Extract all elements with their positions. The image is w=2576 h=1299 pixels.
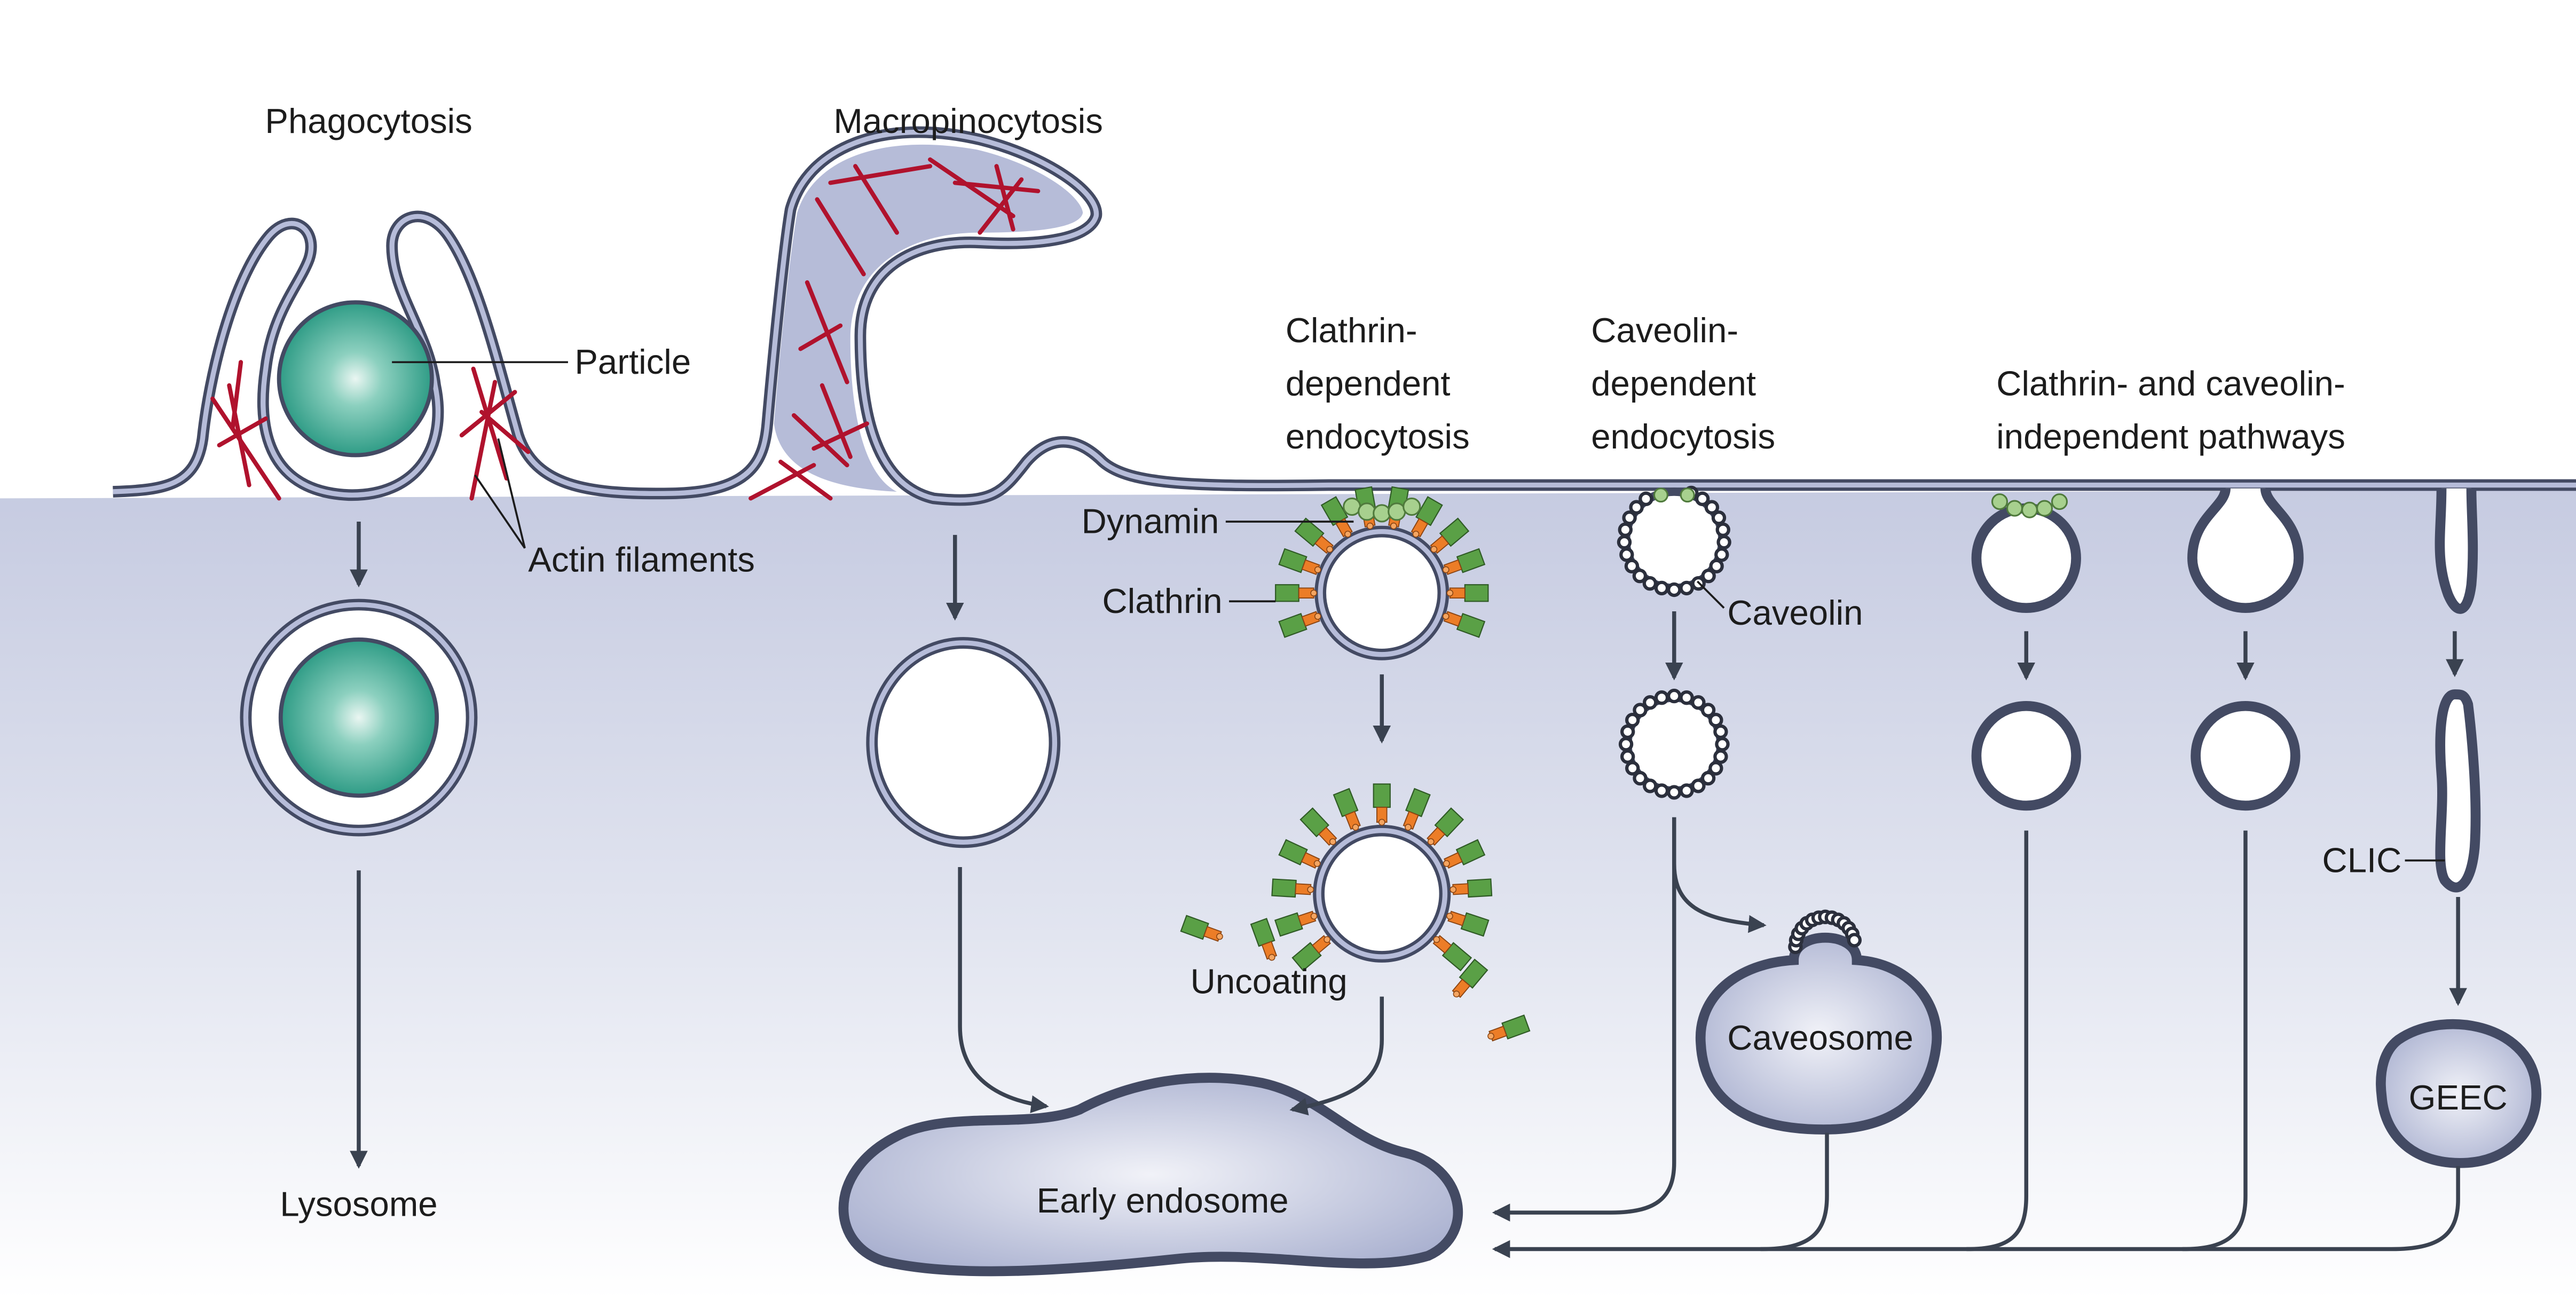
- caveolin-bead: [1642, 778, 1658, 793]
- label-phagocytosis: Phagocytosis: [265, 101, 472, 140]
- caveolin-bead: [1619, 547, 1634, 562]
- caveolin-bead: [1713, 749, 1728, 764]
- uncoating-vesicle: [1271, 783, 1493, 971]
- label-uncoating: Uncoating: [1191, 962, 1348, 1001]
- caveolin-bead: [1667, 582, 1682, 597]
- caveolin-bead: [1618, 737, 1634, 752]
- particle: [277, 300, 434, 458]
- caveolin-bead: [1709, 558, 1724, 574]
- caveolin-bead: [1700, 703, 1716, 718]
- caveolin-bead: [1667, 785, 1682, 800]
- caveolin-bead: [1620, 724, 1635, 739]
- caveolin-bead: [1620, 749, 1635, 764]
- label-geec: GEEC: [2409, 1078, 2508, 1117]
- caveolin-bead: [1701, 568, 1716, 584]
- label-particle: Particle: [574, 342, 691, 381]
- caveolin-bead: [1715, 522, 1730, 537]
- label-clathrin-dependent-2: dependent: [1286, 364, 1451, 403]
- actin-filaments: [210, 157, 1041, 501]
- label-caveolin-dependent-1: Caveolin-: [1591, 311, 1738, 350]
- caveolin-bead: [1708, 713, 1723, 728]
- caveolin-bead: [1714, 547, 1729, 562]
- clathrin-coated-pit: [1275, 486, 1489, 660]
- caveolin-bead: [1654, 580, 1669, 596]
- label-dynamin: Dynamin: [1082, 502, 1219, 541]
- macropinocytic-ruffle: [774, 144, 1083, 492]
- caveolin-bead: [1625, 713, 1640, 728]
- label-early-endosome: Early endosome: [1037, 1181, 1289, 1220]
- caveolin-bead: [1624, 558, 1640, 574]
- label-actin-filaments: Actin filaments: [528, 540, 755, 579]
- label-caveosome: Caveosome: [1727, 1018, 1913, 1057]
- label-caveolin-dependent-3: endocytosis: [1591, 417, 1775, 456]
- caveolin-bead: [1713, 724, 1728, 739]
- caveolin-bead: [1679, 783, 1694, 798]
- caveolin-bead: [1633, 703, 1648, 718]
- label-clathrin: Clathrin: [1102, 581, 1223, 620]
- caveolin-bead: [1629, 500, 1644, 515]
- text-labels: Phagocytosis Macropinocytosis Clathrin- …: [265, 101, 2507, 1223]
- dynamin-ring-caveolae: [1653, 487, 1695, 503]
- caveolin-bead: [1847, 933, 1862, 948]
- caveolin-bead: [1654, 783, 1669, 798]
- caveolin-bead: [1679, 690, 1694, 705]
- caveolin-bead: [1618, 522, 1633, 537]
- caveolin-bead: [1715, 737, 1730, 752]
- caveolin-bead: [1642, 695, 1658, 710]
- label-clathrin-dependent-1: Clathrin-: [1286, 311, 1417, 350]
- caveolin-bead: [1708, 761, 1723, 776]
- caveola: [1617, 485, 1731, 597]
- caveolin-bead: [1633, 770, 1648, 786]
- pathway-arrows: [350, 521, 2467, 1258]
- label-caveolin: Caveolin: [1727, 593, 1863, 632]
- label-caveolin-dependent-2: dependent: [1591, 364, 1756, 403]
- plasma-membrane: [113, 126, 2576, 506]
- macropinosome: [866, 637, 1061, 848]
- label-macropinocytosis: Macropinocytosis: [833, 101, 1103, 140]
- caveolin-bead: [1632, 568, 1648, 584]
- label-clic: CLIC: [2322, 840, 2402, 879]
- independent-vesicle-2: [2187, 487, 2304, 811]
- label-clathrin-dependent-3: endocytosis: [1286, 417, 1470, 456]
- caveolin-bead: [1691, 778, 1706, 793]
- dynamin-ring: [1343, 497, 1421, 523]
- geec-compartment: [2376, 1019, 2542, 1168]
- caveolin-bead: [1667, 688, 1682, 704]
- label-independent-1: Clathrin- and caveolin-: [1996, 364, 2345, 403]
- clic-tubule: [2435, 488, 2481, 893]
- caveosome: [1695, 909, 1942, 1135]
- caveolin-bead: [1695, 491, 1710, 507]
- leader-lines: [392, 361, 2445, 862]
- caveolin-bead: [1617, 534, 1632, 550]
- caveolin-bead: [1654, 690, 1669, 705]
- phagosome: [240, 599, 478, 837]
- caveolar-vesicle: [1618, 688, 1730, 800]
- caveolin-bead: [1622, 510, 1637, 525]
- label-independent-2: independent pathways: [1996, 417, 2345, 456]
- caveolin-bead: [1638, 491, 1653, 507]
- caveolin-bead: [1625, 761, 1640, 776]
- caveolin-bead: [1704, 500, 1720, 515]
- caveolin-bead: [1716, 534, 1731, 550]
- caveolin-bead: [1711, 510, 1727, 525]
- caveolin-bead: [1691, 695, 1706, 710]
- caveolin-bead: [1642, 576, 1658, 591]
- independent-vesicle-1: [1971, 503, 2081, 811]
- label-lysosome: Lysosome: [280, 1184, 437, 1223]
- caveolin-bead: [1679, 580, 1694, 596]
- caveolin-bead: [1700, 770, 1716, 786]
- dynamin-ring-independent: [1991, 493, 2068, 518]
- early-endosome: [838, 1073, 1463, 1277]
